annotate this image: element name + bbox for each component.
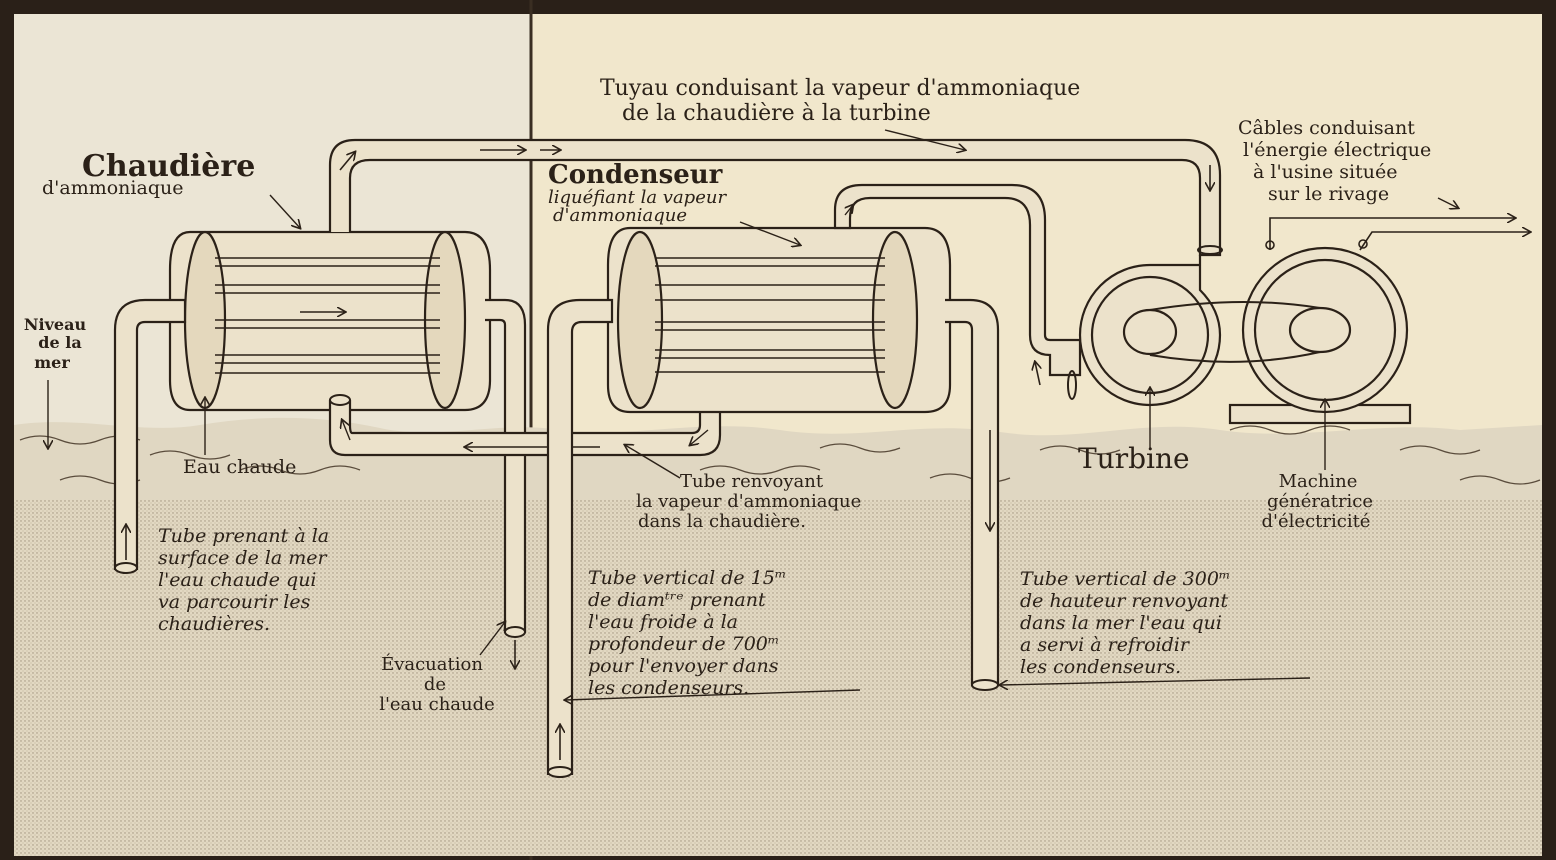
tube-renvoyant-line-2: la vapeur d'ammoniaque: [636, 491, 861, 512]
tube-prenant-line-4: va parcourir les: [158, 591, 311, 613]
cables: [1265, 218, 1530, 251]
condenser: [606, 226, 952, 414]
niveau-line-2: de la: [38, 333, 81, 352]
tube-prenant-line-3: l'eau chaude qui: [158, 569, 317, 591]
tube300-line-4: a servi à refroidir: [1020, 634, 1191, 656]
machine-line-2: génératrice: [1267, 491, 1373, 512]
generator: [1228, 246, 1412, 425]
condenser-tubes: [655, 257, 885, 373]
cables-line-1: Câbles conduisant: [1238, 117, 1415, 139]
eau-chaude-label: Eau chaude: [183, 456, 296, 478]
tube-prenant-line-1: Tube prenant à la: [158, 525, 329, 547]
tube15-line-6: les condenseurs.: [588, 677, 749, 699]
chaudiere-subtitle: d'ammoniaque: [42, 177, 183, 199]
tube15-line-1: Tube vertical de 15ᵐ: [588, 567, 787, 589]
boiler: [168, 230, 492, 412]
tube300-line-2: de hauteur renvoyant: [1020, 590, 1229, 612]
machine-line-1: Machine: [1279, 471, 1358, 492]
condenseur-sub-1: liquéfiant la vapeur: [548, 187, 727, 208]
tube15-line-5: pour l'envoyer dans: [588, 655, 779, 677]
tube-renvoyant-line-1: Tube renvoyant: [680, 471, 824, 492]
cold-intake-pipe: [546, 298, 614, 775]
tuyau-line-1: Tuyau conduisant la vapeur d'ammoniaque: [600, 76, 1080, 101]
evacuation-line-2: de: [424, 674, 446, 695]
warm-intake-pipe: [113, 298, 187, 570]
pointer-arrows: [48, 129, 1458, 700]
tube-prenant-line-2: surface de la mer: [158, 547, 329, 569]
condenseur-sub-2: d'ammoniaque: [553, 205, 687, 226]
cables-line-2: l'énergie électrique: [1243, 139, 1431, 161]
tube15-line-4: profondeur de 700ᵐ: [588, 633, 780, 655]
cables-line-4: sur le rivage: [1268, 183, 1389, 205]
machine-line-3: d'électricité: [1262, 511, 1371, 532]
niveau-line-3: mer: [34, 353, 70, 372]
tube300-line-1: Tube vertical de 300ᵐ: [1020, 568, 1231, 590]
condenseur-title: Condenseur: [548, 160, 723, 190]
tube300-line-5: les condenseurs.: [1020, 656, 1181, 678]
tube15-line-3: l'eau froide à la: [588, 611, 738, 633]
evacuation-line-3: l'eau chaude: [379, 694, 495, 715]
turbine-label: Turbine: [1078, 442, 1190, 475]
turbine: [1078, 255, 1222, 407]
tube-prenant-line-5: chaudières.: [158, 613, 270, 635]
tube15-line-2: de diamᵗʳᵉ prenant: [588, 589, 766, 611]
evacuation-line-1: Évacuation: [381, 652, 483, 675]
chaudiere-title: Chaudière: [82, 149, 255, 184]
tube-renvoyant-line-3: dans la chaudière.: [638, 511, 806, 532]
niveau-line-1: Niveau: [24, 315, 87, 334]
cables-line-3: à l'usine située: [1253, 161, 1397, 183]
drive-belt: [1149, 301, 1321, 363]
tuyau-line-2: de la chaudière à la turbine: [622, 101, 931, 126]
exhaust-pipe: [833, 183, 1082, 377]
boiler-tubes: [215, 257, 440, 374]
tube300-line-3: dans la mer l'eau qui: [1020, 612, 1222, 634]
